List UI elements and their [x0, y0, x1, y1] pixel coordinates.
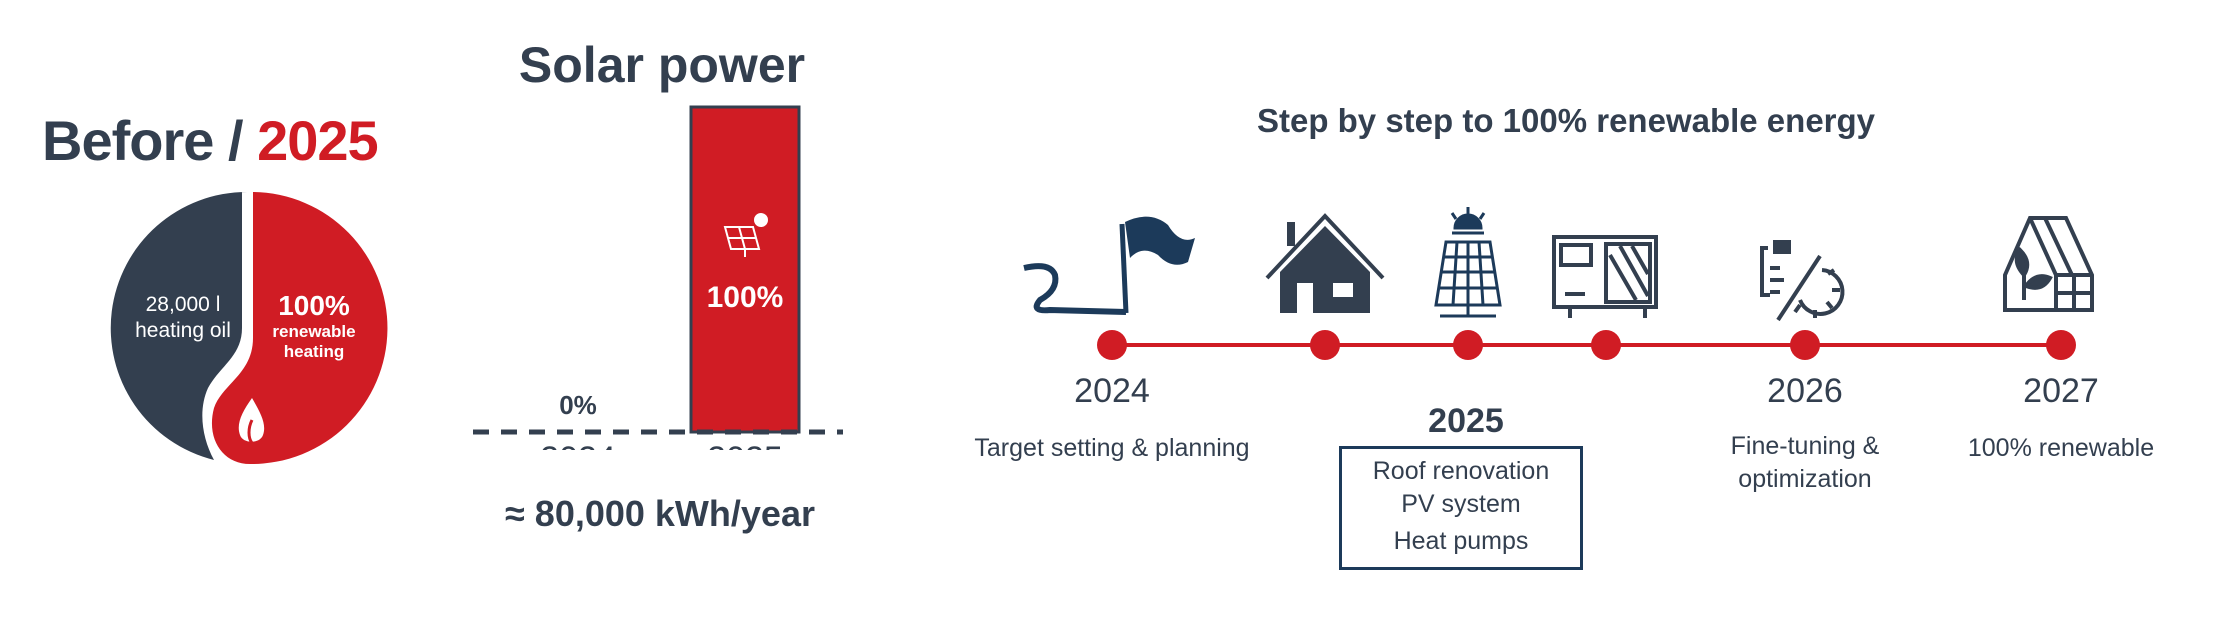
before-label: Before / — [42, 109, 258, 172]
clipboard-gear-icon — [1760, 240, 1845, 322]
greenhouse-icon — [2003, 216, 2094, 312]
item-roof: Roof renovation — [1372, 457, 1550, 485]
timeline-dot — [2046, 330, 2076, 360]
timeline-dot — [1453, 330, 1483, 360]
pie-renewable-slice — [211, 192, 388, 465]
timeline-dot — [1310, 330, 1340, 360]
solar-bar-chart: 0% 2024 100% 2025 — [473, 105, 843, 450]
timeline-dot — [1790, 330, 1820, 360]
bar-2025 — [689, 105, 801, 434]
heat-pump-icon — [1552, 235, 1658, 318]
milestone-year-2027: 2027 — [2023, 372, 2099, 410]
category-label-2024: 2024 — [540, 440, 616, 450]
value-label-2025: 100% — [707, 281, 784, 314]
timeline-title: Step by step to 100% renewable energy — [1256, 102, 1876, 139]
before-year: 2025 — [257, 109, 379, 172]
category-label-2025: 2025 — [707, 440, 783, 450]
heating-pie — [110, 191, 388, 465]
house-icon — [1265, 213, 1385, 313]
value-label-2024: 0% — [559, 390, 597, 420]
item-pv: PV system — [1401, 490, 1521, 518]
milestone-year-2024: 2024 — [1074, 372, 1150, 410]
solar-footer: ≈ 80,000 kWh/year — [505, 493, 815, 534]
milestone-year-2026: 2026 — [1767, 372, 1843, 410]
timeline-dot — [1591, 330, 1621, 360]
milestone-label-2027: 100% renewable — [1967, 434, 2155, 462]
milestone-label-2024: Target setting & planning — [974, 434, 1250, 462]
solar-panel-small-icon — [723, 213, 768, 257]
before-title: Before / 2025 — [42, 108, 379, 173]
flag-icon — [1023, 216, 1195, 315]
milestone-year-2025: 2025 — [1428, 402, 1504, 440]
timeline-dot — [1097, 330, 1127, 360]
item-heat-pumps: Heat pumps — [1393, 527, 1529, 555]
milestone-label-2026: Fine-tuning &optimization — [1730, 432, 1880, 493]
milestone-2025-box: Roof renovation PV system Heat pumps — [1339, 446, 1583, 570]
pie-oil-slice — [110, 191, 247, 460]
solar-title: Solar power — [518, 37, 806, 93]
solar-panel-icon — [1434, 207, 1502, 318]
